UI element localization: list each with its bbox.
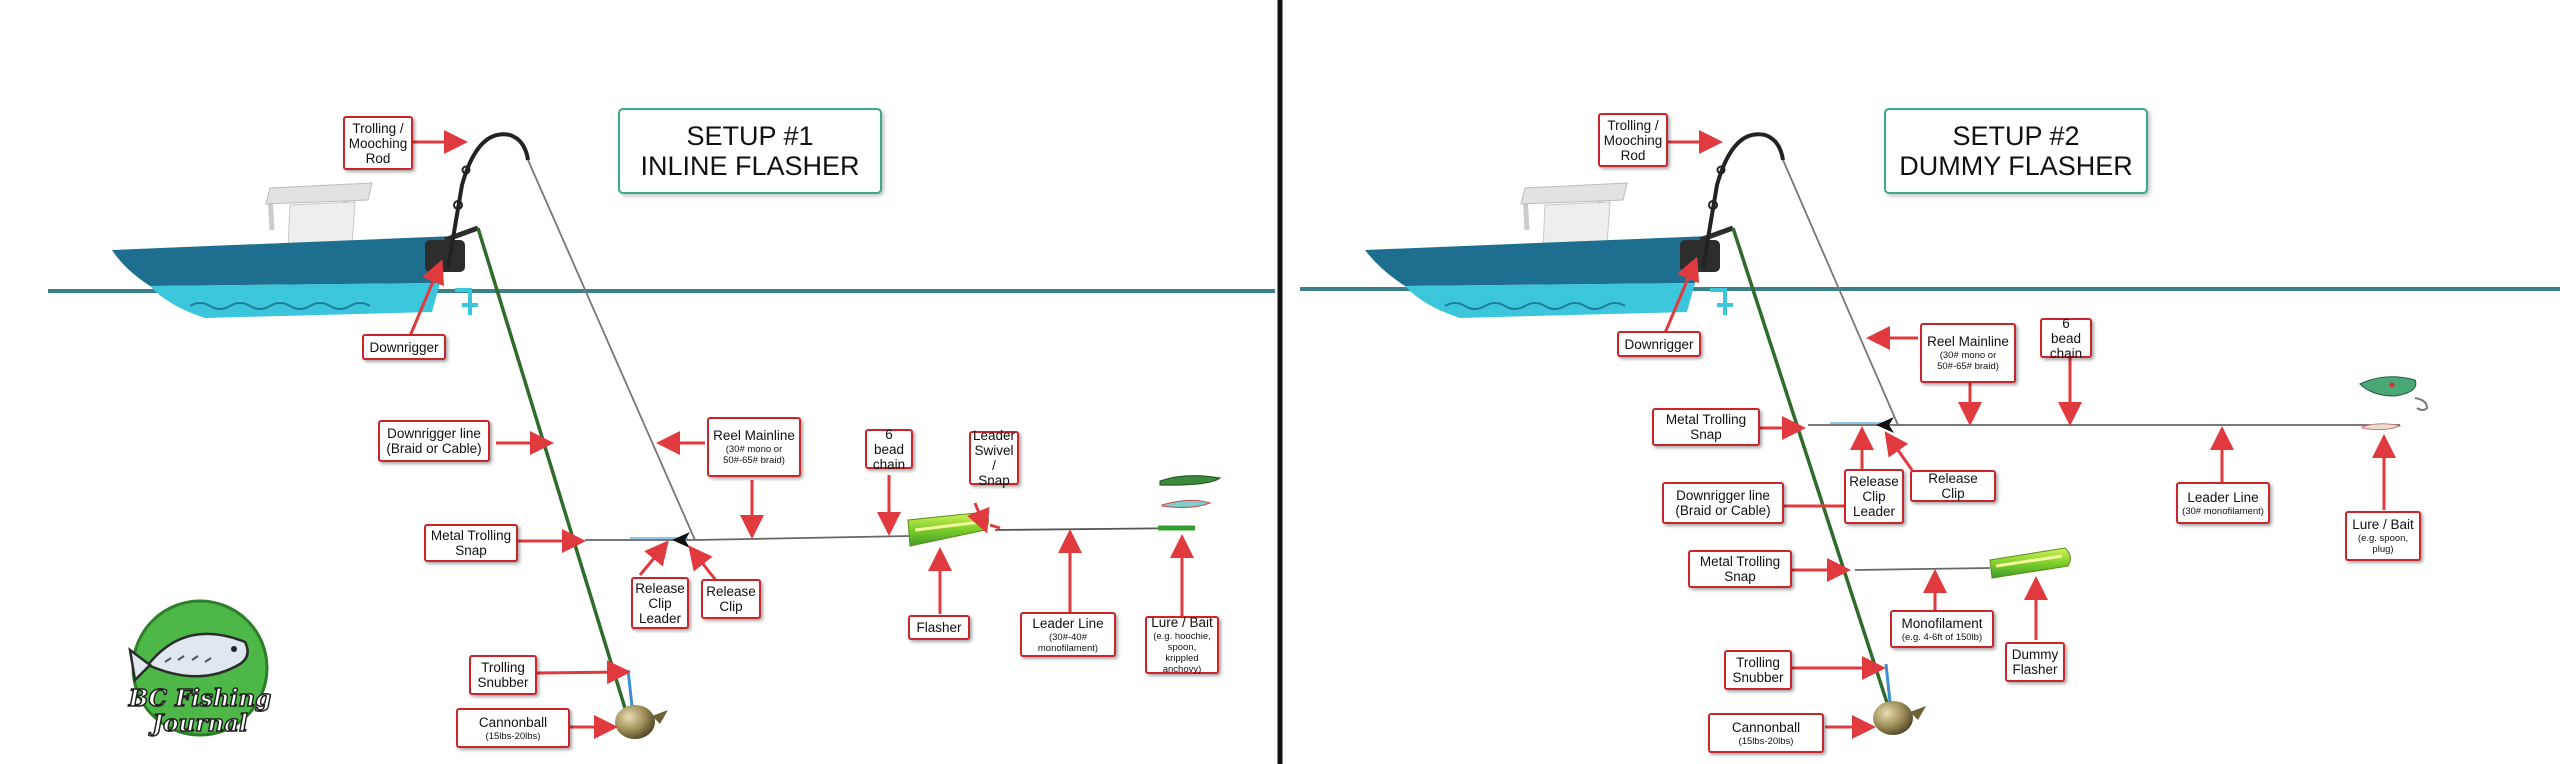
setup-1-title-line-2: INLINE FLASHER (640, 151, 860, 181)
label-reel-mainline: Reel Mainline(30# mono or 50#-65# braid) (1920, 323, 2016, 383)
lure-icon (2359, 376, 2429, 431)
label-release-clip-leader: Release Clip Leader (1844, 469, 1904, 524)
label-flasher: Flasher (908, 615, 970, 640)
label-leader-line: Leader Line(30#-40# monofilament) (1020, 612, 1116, 657)
label-leader-line: Leader Line(30# monofilament) (2176, 482, 2270, 524)
flasher-icon (1989, 547, 2071, 579)
logo-line-2: Journal (152, 710, 249, 737)
callout-arrows (408, 130, 2396, 739)
label-leader-swivel: Leader Swivel / Snap (969, 428, 1019, 488)
label-bead-chain: 6 bead chain (865, 427, 913, 472)
label-release-clip-leader: Release Clip Leader (631, 577, 689, 629)
label-monofilament: Monofilament(e.g. 4-6ft of 150lb) (1890, 610, 1994, 648)
setup-1-title-line-1: SETUP #1 (686, 121, 814, 151)
label-reel-mainline: Reel Mainline(30# mono or 50#-65# braid) (707, 417, 801, 477)
release-clip-icon (1876, 417, 1894, 433)
boat-icon (112, 182, 478, 318)
label-bead-chain: 6 bead chain (2040, 316, 2092, 361)
setup-2-title: SETUP #2 DUMMY FLASHER (1884, 108, 2148, 194)
release-clip-icon (672, 532, 690, 548)
cannonball-icon (1873, 663, 1926, 735)
label-trolling-snap-bottom: Metal Trolling Snap (1688, 550, 1792, 588)
label-lure: Lure / Bait(e.g. hoochie, spoon, kripple… (1145, 615, 1219, 675)
setup-2-title-line-2: DUMMY FLASHER (1899, 151, 2133, 181)
panel-2-scene (1300, 132, 2560, 735)
setup-1-title: SETUP #1 INLINE FLASHER (618, 108, 882, 194)
boat-icon (1365, 182, 1733, 318)
fish-logo-icon (128, 599, 269, 737)
label-rod: Trolling / Mooching Rod (1598, 113, 1668, 167)
lure-icon (1158, 475, 1222, 531)
flasher-icon (907, 511, 989, 547)
rod-icon (1701, 132, 1785, 269)
label-release-clip: Release Clip (1910, 470, 1996, 502)
label-downrigger: Downrigger (362, 334, 446, 360)
label-release-clip: Release Clip (701, 579, 761, 619)
label-trolling-snap: Metal Trolling Snap (424, 524, 518, 562)
label-snubber: Trolling Snubber (469, 655, 537, 695)
label-downrigger: Downrigger (1617, 331, 1701, 357)
logo-line-1: BC Fishing (128, 685, 272, 712)
label-downrigger-line: Downrigger line (Braid or Cable) (1662, 482, 1784, 524)
label-downrigger-line: Downrigger line (Braid or Cable) (378, 420, 490, 462)
label-cannonball: Cannonball(15lbs-20lbs) (1708, 713, 1824, 753)
logo-text: BC Fishing Journal (120, 685, 280, 737)
label-trolling-snap-top: Metal Trolling Snap (1652, 408, 1760, 446)
label-snubber: Trolling Snubber (1724, 650, 1792, 690)
label-cannonball: Cannonball(15lbs-20lbs) (456, 708, 570, 748)
panel-1-scene (48, 132, 1275, 739)
label-dummy-flasher: Dummy Flasher (2005, 642, 2065, 682)
rod-icon (446, 132, 530, 269)
label-rod: Trolling / Mooching Rod (343, 116, 413, 170)
setup-2-title-line-1: SETUP #2 (1952, 121, 2080, 151)
label-lure: Lure / Bait(e.g. spoon, plug) (2345, 511, 2421, 561)
